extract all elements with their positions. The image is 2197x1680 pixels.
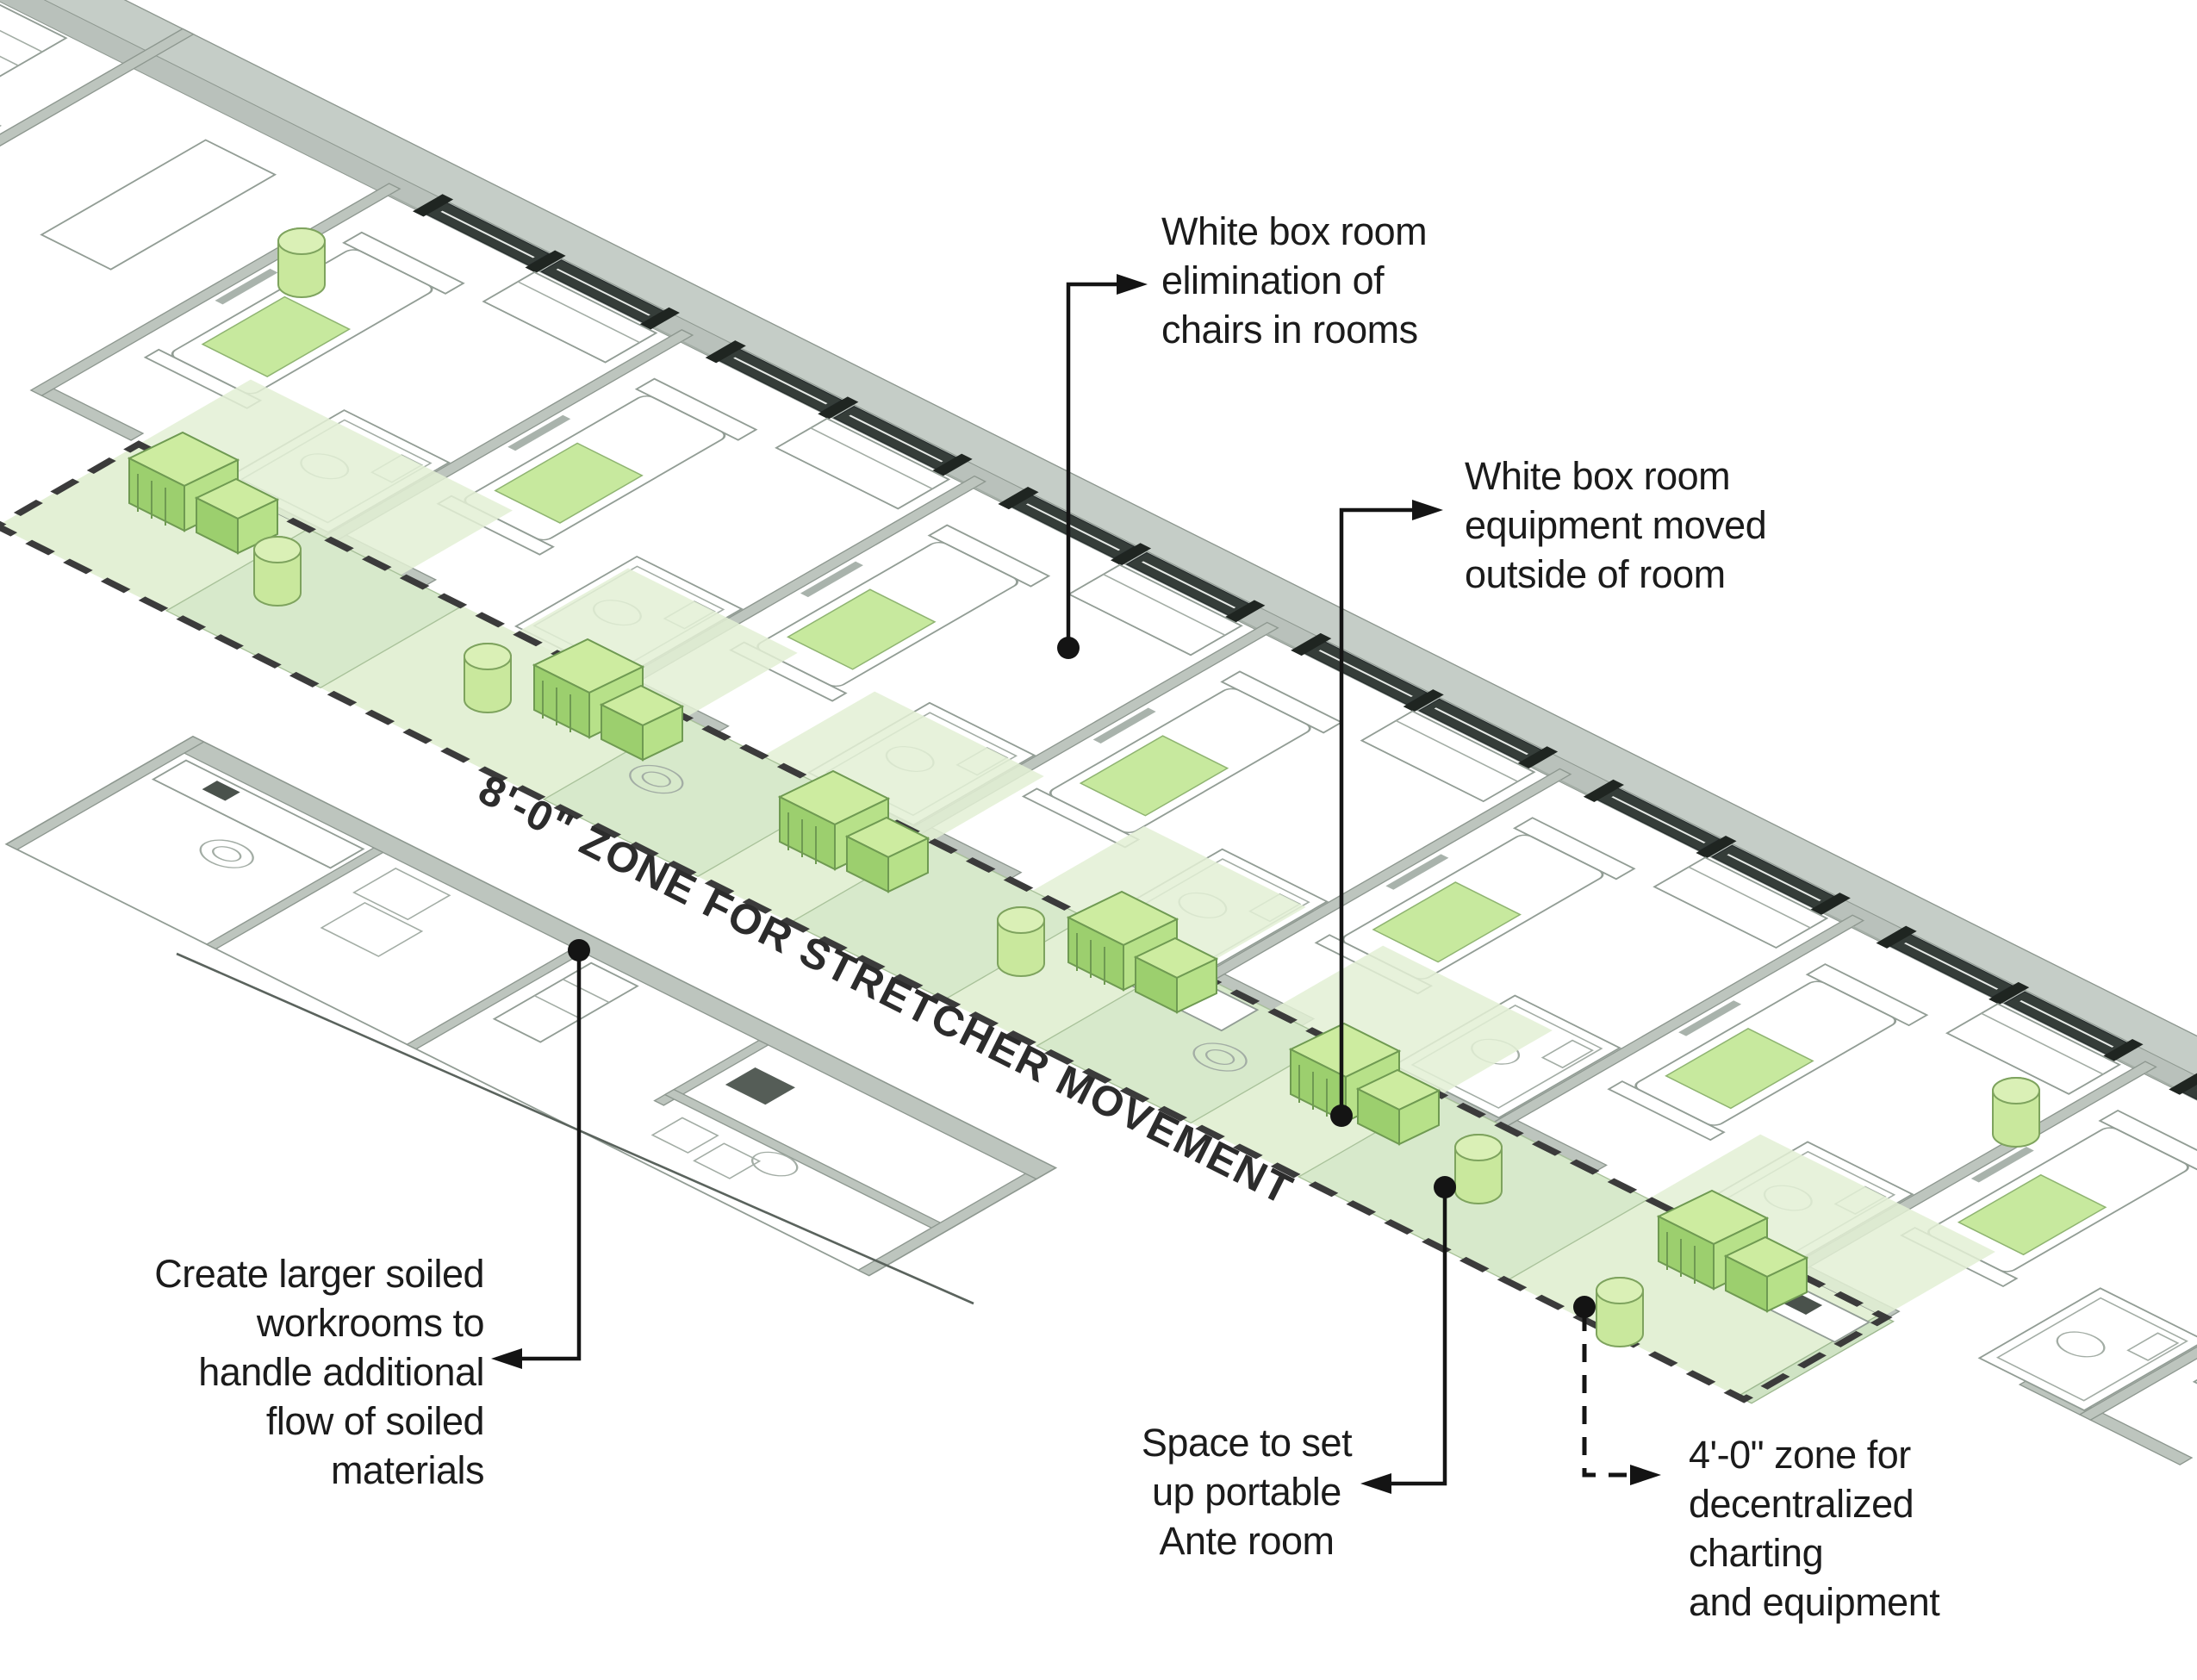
note-line: handle additional [198,1350,484,1394]
note-line: Ante room [1159,1519,1335,1563]
upper-left-rooms [0,2,277,271]
note-ante-room: Space to set up portable Ante room [1113,1418,1380,1565]
note-line: Space to set [1141,1421,1353,1465]
arrowhead-left-icon [491,1348,522,1369]
note-line: White box room [1465,454,1731,498]
note-soiled-workrooms: Create larger soiled workrooms to handle… [121,1249,484,1495]
note-line: workrooms to [256,1301,485,1345]
support-block [4,735,1058,1277]
leader-dot [568,939,590,961]
note-line: Create larger soiled [154,1252,484,1296]
note-white-box-equipment: White box room equipment moved outside o… [1465,451,1767,599]
note-line: decentralized [1689,1482,1914,1526]
leader-chairs [1057,274,1148,659]
note-line: up portable [1152,1470,1341,1514]
note-line: flow of soiled [265,1399,485,1443]
stretcher-zone-outline [0,440,1893,1403]
note-line: and equipment [1689,1580,1940,1624]
arrowhead-left-icon [1360,1473,1391,1494]
arrowhead-right-icon [1117,274,1148,295]
arrowhead-right-icon [1630,1465,1661,1485]
note-line: White box room [1161,209,1428,253]
leader-equipment [1330,500,1443,1127]
note-line: charting [1689,1531,1824,1575]
note-line: outside of room [1465,552,1726,596]
leader-soiled [491,939,590,1369]
leader-dot [1434,1176,1456,1198]
arrowhead-right-icon [1412,500,1443,520]
note-line: chairs in rooms [1161,308,1418,352]
note-line: equipment moved [1465,503,1767,547]
note-white-box-chairs: White box room elimination of chairs in … [1161,207,1428,354]
note-line: materials [330,1448,485,1492]
note-line: elimination of [1161,258,1385,302]
note-line: 4'-0" zone for [1689,1433,1911,1477]
leader-dot [1330,1104,1353,1127]
leader-ante [1360,1176,1456,1494]
leader-dot [1573,1296,1596,1318]
floor-plate-edge [176,952,974,1305]
leader-dot [1057,637,1080,659]
note-decentralized-charting: 4'-0" zone for decentralized charting an… [1689,1430,1940,1627]
leader-charting [1573,1296,1661,1485]
